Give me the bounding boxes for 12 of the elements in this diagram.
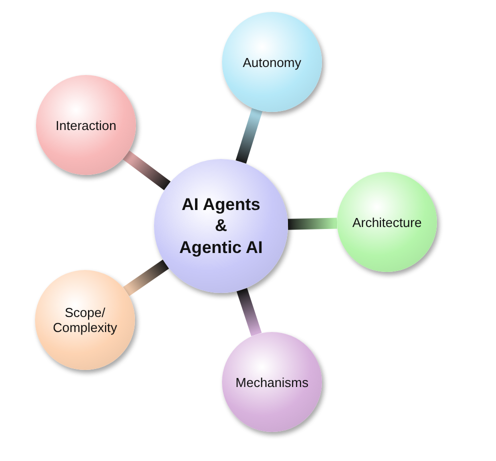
connector — [123, 260, 170, 296]
topic-circle — [154, 159, 288, 293]
central-topic: Agentic AI — [179, 236, 263, 258]
topic-label: Interaction — [56, 118, 116, 132]
connector — [288, 218, 338, 230]
connector — [236, 108, 262, 164]
central-topic: AI Agents — [182, 194, 260, 216]
topic-label: Architecture — [352, 214, 422, 230]
central-topic: & — [214, 215, 228, 237]
topic-label: Scope/ Complexity — [52, 305, 118, 335]
topic-label: Mechanisms — [236, 374, 308, 390]
topic-label: Autonomy — [242, 54, 302, 70]
